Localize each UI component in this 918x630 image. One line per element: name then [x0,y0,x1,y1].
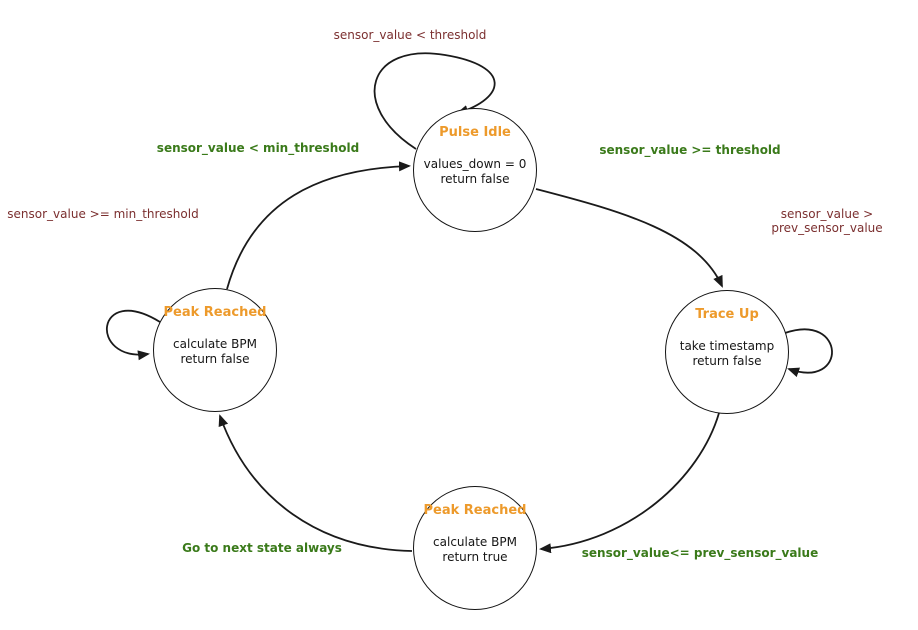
label-line: sensor_value > [780,207,874,221]
state-action-line: return true [442,549,508,564]
edge-traceup-to-peak [539,412,720,554]
state-action-line: return false [692,353,762,368]
edge-peak-to-peakleft [218,414,413,552]
state-action-line: take timestamp [679,339,775,353]
state-action-line: return false [440,171,510,186]
state-actions: take timestamp return false [680,339,775,368]
state-title: Pulse Idle [439,125,511,140]
state-action-line: calculate BPM [433,535,517,549]
state-action-line: values_down = 0 [423,157,527,171]
label-peakleft-self-condition: sensor_value >= min_threshold [7,207,199,221]
state-action-line: return false [180,351,250,366]
label-peak-to-peakleft-condition: Go to next state always [182,541,342,555]
edge-peakleft-to-idle [226,161,411,290]
state-title: Trace Up [695,307,759,322]
state-title: Peak Reached [423,503,527,518]
state-action-line: calculate BPM [173,337,257,351]
state-peak-reached-left: Peak Reached calculate BPM return false [153,288,277,412]
label-peakleft-to-idle-condition: sensor_value < min_threshold [156,141,360,155]
label-traceup-self-condition: sensor_value > prev_sensor_value [771,207,882,235]
label-idle-to-traceup-condition: sensor_value >= threshold [599,143,781,157]
state-pulse-idle: Pulse Idle values_down = 0 return false [413,108,537,232]
label-line: prev_sensor_value [771,221,883,235]
edge-traceup-self-loop [784,328,833,378]
state-peak-reached-bottom: Peak Reached calculate BPM return true [413,486,537,610]
state-title: Peak Reached [163,305,267,320]
state-actions: calculate BPM return false [173,337,257,366]
edge-idle-to-traceup [535,188,723,288]
state-actions: values_down = 0 return false [424,157,527,186]
label-idle-self-condition: sensor_value < threshold [333,28,487,42]
label-traceup-to-peak-condition: sensor_value<= prev_sensor_value [581,546,819,560]
state-actions: calculate BPM return true [433,535,517,564]
state-trace-up: Trace Up take timestamp return false [665,290,789,414]
